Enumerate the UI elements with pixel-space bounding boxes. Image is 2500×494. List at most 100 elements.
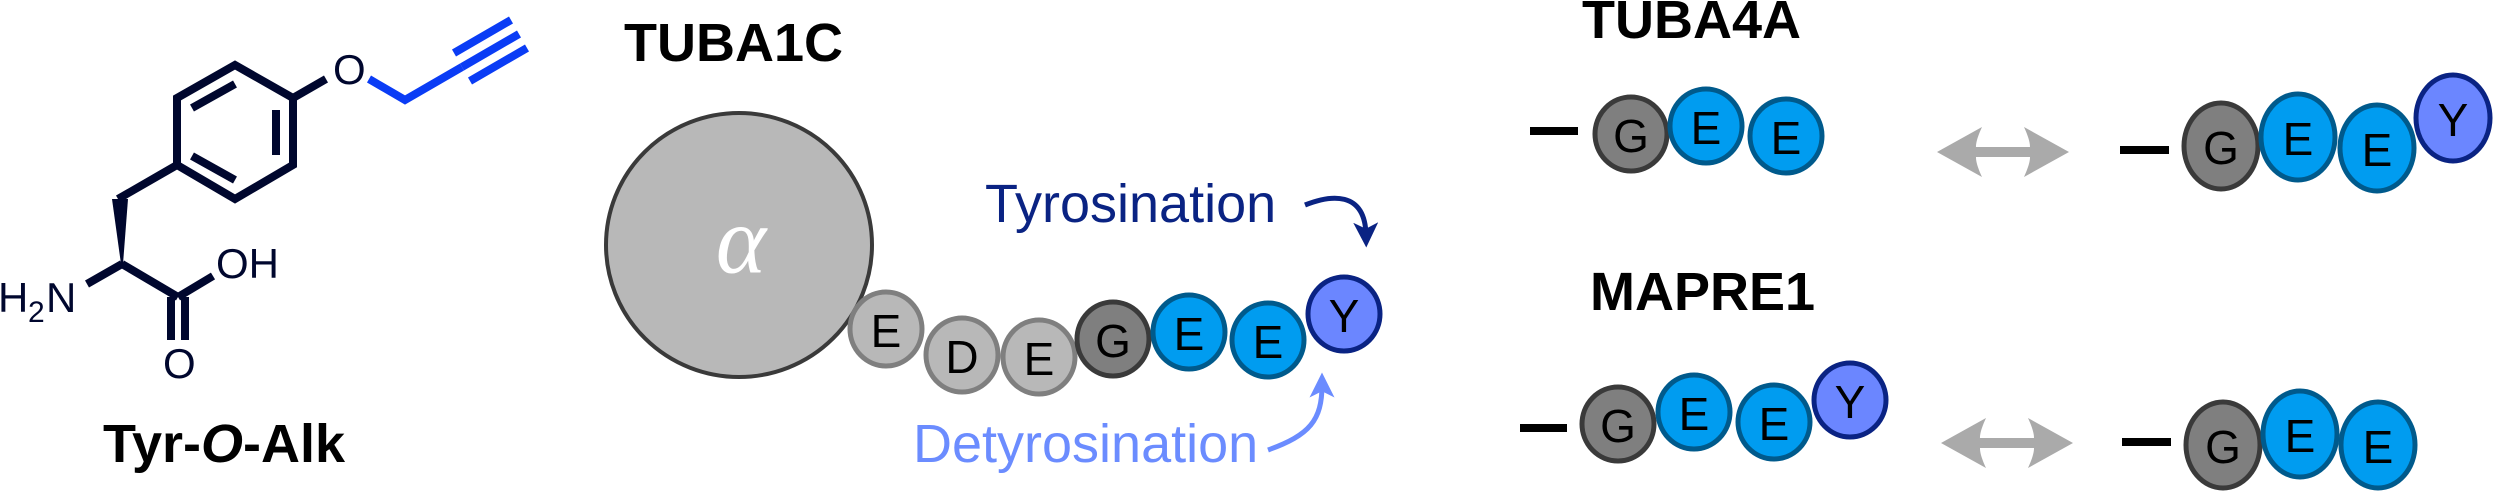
aryl-oxygen-bond [291,75,328,102]
residue-bead-d: D [923,315,1001,395]
residue-circle [1150,292,1228,372]
residue-circle [2260,388,2340,480]
aromatic-double-bond [190,80,237,112]
residue-letter: E [1771,112,1802,164]
residue-bead-e: E [1655,372,1733,452]
residue-letter: G [2205,421,2241,473]
residue-circle [1074,299,1152,379]
residue-circle [1000,317,1078,397]
residue-circle [2413,72,2493,164]
compound-name-italic-o: O [201,414,243,474]
stereo-wedge [112,199,128,264]
alkyne-bond-center [459,30,522,71]
alkyne-bond-lower [467,44,530,85]
residue-bead-y: Y [2413,72,2493,164]
residue-circle [1229,300,1307,380]
benzylic-bond [116,161,179,203]
residue-circle [1305,274,1383,354]
residue-bead-y: Y [1811,360,1889,440]
residue-letter: E [2363,421,2394,473]
residue-letter: E [871,305,902,357]
residue-letter: E [1679,388,1710,440]
residue-circle [2181,100,2261,192]
double-arrow-icon [1941,418,2073,468]
residue-circle [1811,360,1889,440]
aromatic-double-bond [190,152,237,184]
residue-circle [2338,399,2418,491]
residue-circle [1655,372,1733,452]
hydroxyl-bond [175,272,216,301]
residue-circle [2258,91,2338,183]
residue-letter: E [2283,113,2314,165]
residue-letter: E [1253,316,1284,368]
residue-circle [1735,382,1813,462]
residue-letter: E [2362,124,2393,176]
double-arrow-icon [1937,127,2069,177]
residue-circle [923,315,1001,395]
benzene-ring [173,60,297,204]
residue-bead-e: E [1735,382,1813,462]
residue-circle [2183,399,2263,491]
alpha-tubulin-core [604,111,874,379]
residue-bead-e: E [1150,292,1228,372]
tyr-o-alk-structure: O OH O H 2 N [0,16,530,387]
residue-circle [847,289,925,369]
residue-bead-e: E [847,289,925,369]
residue-bead-g: G [1579,384,1657,464]
residue-letter: Y [2438,94,2469,146]
tyrosination-arrow [1304,195,1379,248]
residue-circle [1579,384,1657,464]
residue-bead-e: E [2337,102,2417,194]
amine-n: N [46,274,76,321]
compound-name-part: Tyr- [103,414,201,474]
residue-letter: Y [1329,290,1360,342]
residue-letter: E [1024,333,1055,385]
residue-letter: E [1691,102,1722,154]
residue-bead-e: E [2258,91,2338,183]
alpha-symbol: α [716,187,768,294]
residue-letter: Y [1835,376,1866,428]
residue-letter: G [1095,315,1131,367]
residue-letter: G [2203,122,2239,174]
tuba4a-title: TUBA4A [1582,0,1801,50]
exchange-arrow [1941,418,2073,468]
amine-h: H [0,274,28,321]
detyrosination-label: Detyrosination [913,414,1258,474]
residue-letter: G [1613,110,1649,162]
compound-name-part: -Alk [243,414,346,474]
detyrosination-arrow [1267,372,1335,453]
alkyne-bond-upper [451,16,514,57]
residue-bead-e: E [1000,317,1078,397]
hydroxyl-label: OH [216,240,279,287]
residue-bead-g: G [2183,399,2263,491]
residue-letter: E [1174,308,1205,360]
residue-bead-y: Y [1305,274,1383,354]
carbonyl-oxygen: O [163,340,196,387]
mapre1-title: MAPRE1 [1590,262,1815,322]
residue-circle [1667,86,1745,166]
residue-circle [1592,94,1670,174]
tuba1c-title: TUBA1C [624,13,843,73]
residue-bead-e: E [1667,86,1745,166]
residue-letter: E [2285,410,2316,462]
residue-bead-e: E [2260,388,2340,480]
residue-bead-e: E [1747,96,1825,176]
compound-name: Tyr-O-Alk [103,414,346,474]
exchange-arrow [1937,127,2069,177]
residue-bead-e: E [1229,300,1307,380]
tyrosination-label: Tyrosination [985,174,1276,234]
residue-letter: G [1600,400,1636,452]
residue-letter: E [1759,398,1790,450]
propargyl-chain [366,63,465,105]
residue-bead-g: G [1592,94,1670,174]
residue-letter: D [945,331,978,383]
amine-bond [85,260,124,288]
residue-bead-e: E [2338,399,2418,491]
residue-circle [2337,102,2417,194]
